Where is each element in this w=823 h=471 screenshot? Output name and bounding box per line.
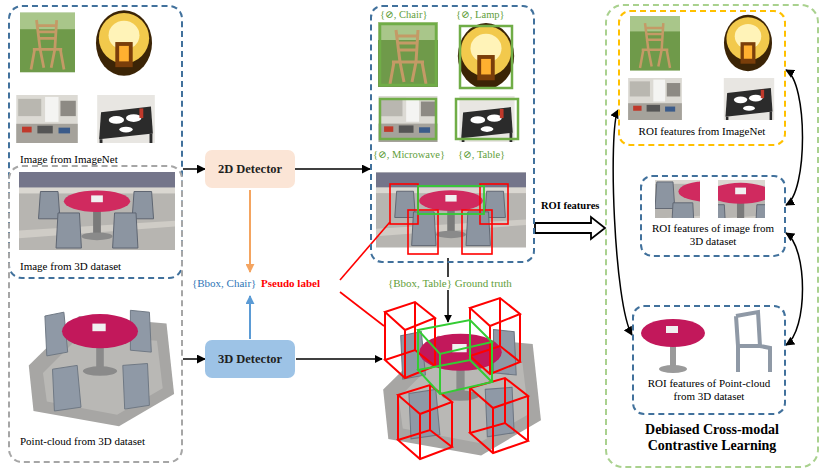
connector-arrow [613, 110, 632, 335]
block-arrow [535, 217, 605, 239]
roi-group: ROI features from ImageNet [618, 10, 786, 146]
dataset-group: Point-cloud from 3D dataset [8, 165, 183, 463]
pseudo-label-title: Pseudo label [261, 277, 320, 290]
roi-group: ROI features of image from 3D dataset [640, 175, 786, 257]
roi-imagenet-images-part [723, 14, 773, 72]
table-photo [97, 95, 155, 143]
box-label: Image from ImageNet [20, 153, 118, 166]
detector-box: 2D Detector [205, 150, 295, 188]
detected-images-part-part [380, 99, 436, 139]
roi-point-cloud-crops [641, 312, 770, 373]
detected-images-part [379, 96, 438, 142]
point-cloud-detections-part [385, 298, 528, 459]
box-label: {⊘, Lamp} [456, 9, 505, 21]
roi-point-cloud-crops-part [736, 312, 770, 372]
connector-arrow [183, 168, 205, 170]
scene-photo [19, 172, 175, 250]
pseudo-label-arrows [250, 190, 448, 359]
roi-imagenet-images [628, 14, 774, 120]
box-label: {⊘, Microwave} [373, 149, 445, 161]
pseudo-label-value: {Bbox, Chair} [192, 277, 256, 290]
scene-detections-part [418, 186, 484, 214]
box-label: ROI features of Point-cloud from 3D data… [636, 377, 782, 402]
pseudo-label-arrows-part [340, 222, 390, 280]
roi-point-cloud-crops-part [659, 365, 687, 373]
pseudo-label-arrows-part [340, 292, 384, 326]
box-label: {⊘, Chair} [380, 9, 427, 21]
detected-images [378, 22, 518, 142]
pseudo-label-arrows-part [249, 190, 251, 272]
detected-images-part-part [460, 26, 512, 88]
roi-point-cloud-crops-part [641, 319, 705, 347]
detector-box: 3D Detector [205, 340, 295, 378]
pseudo-label-arrows-part [296, 358, 382, 360]
detected-images-part-part [456, 99, 518, 139]
connector-arrow [786, 233, 803, 345]
point-cloud-detections-part [418, 320, 492, 394]
roi-point-cloud-crops-part [666, 326, 678, 333]
detected-images-part [457, 22, 515, 90]
box-label: Debiased Cross-modal Contrastive Learnin… [609, 422, 815, 454]
box-label: ROI features of image from 3D dataset [644, 222, 782, 247]
pseudo-label-arrows-part [447, 258, 449, 322]
pseudo-label-arrows-part [249, 296, 251, 339]
connector-arrow [183, 358, 205, 360]
box-title: 3D Detector [218, 352, 282, 366]
roi-imagenet-images-part [724, 78, 774, 120]
chair-photo [20, 13, 75, 73]
box-label: Image from 3D dataset [20, 260, 121, 273]
box-title: 2D Detector [218, 162, 282, 176]
lamp-photo [95, 9, 153, 77]
detected-images-part [380, 24, 518, 139]
connector-arrow [786, 70, 803, 205]
edge-label: ROI features [541, 200, 599, 212]
scene-detections-part-part [462, 210, 492, 254]
detected-images-part [378, 22, 438, 87]
contrastive-panel: Debiased Cross-modal Contrastive Learnin… [605, 4, 819, 468]
point-cloud-detections-part-part [470, 298, 520, 374]
point-cloud-detections [383, 298, 541, 459]
kitchen-photo [16, 95, 77, 143]
dataset-group: Image from ImageNetImage from 3D dataset [8, 5, 183, 279]
point-cloud-detections-part-part [470, 378, 528, 453]
point-cloud-detections-part-part [398, 385, 452, 459]
point-cloud [29, 310, 174, 426]
detected-images-part [459, 96, 514, 142]
scene-detections-part [376, 173, 526, 248]
connector-arrow [295, 168, 370, 170]
ground-truth-label: {Bbox, Table} Ground truth [386, 277, 514, 290]
box-label: {⊘, Table} [458, 149, 505, 161]
scene-detections-part-part [408, 210, 438, 254]
box-label: ROI features from ImageNet [622, 125, 782, 138]
box-label: Point-cloud from 3D dataset [20, 435, 145, 448]
scene-detections-part-part [390, 184, 418, 224]
roi-group: ROI features of Point-cloud from 3D data… [632, 305, 786, 415]
roi-imagenet-images-part [628, 78, 682, 120]
scene-detections [376, 173, 526, 255]
roi-imagenet-images-part [630, 16, 680, 70]
scene-detections-part [390, 184, 508, 254]
detected-images-part-part [380, 24, 436, 85]
detection-group: {⊘, Chair} {⊘, Lamp} {⊘, Microwave} {⊘, Tab… [370, 5, 535, 263]
